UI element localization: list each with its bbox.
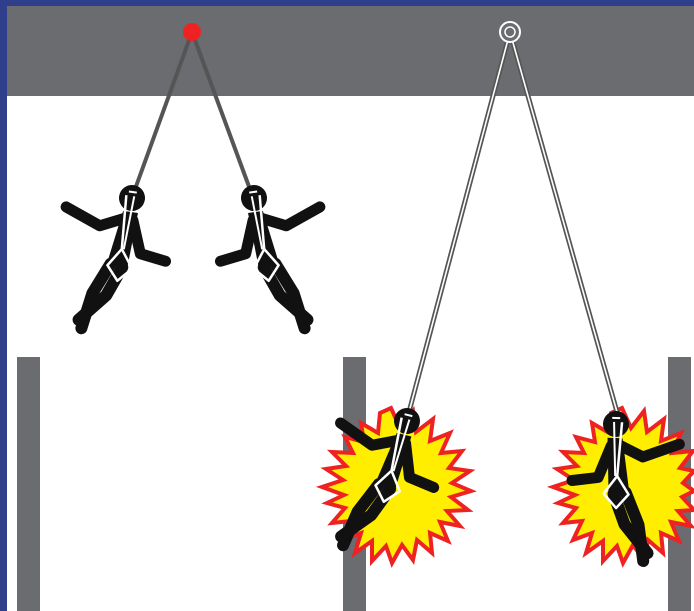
ceiling-beam [7, 6, 694, 96]
ring-anchor-point-icon [500, 22, 520, 42]
red-anchor-point-icon [183, 23, 201, 41]
wall-left [17, 357, 40, 611]
